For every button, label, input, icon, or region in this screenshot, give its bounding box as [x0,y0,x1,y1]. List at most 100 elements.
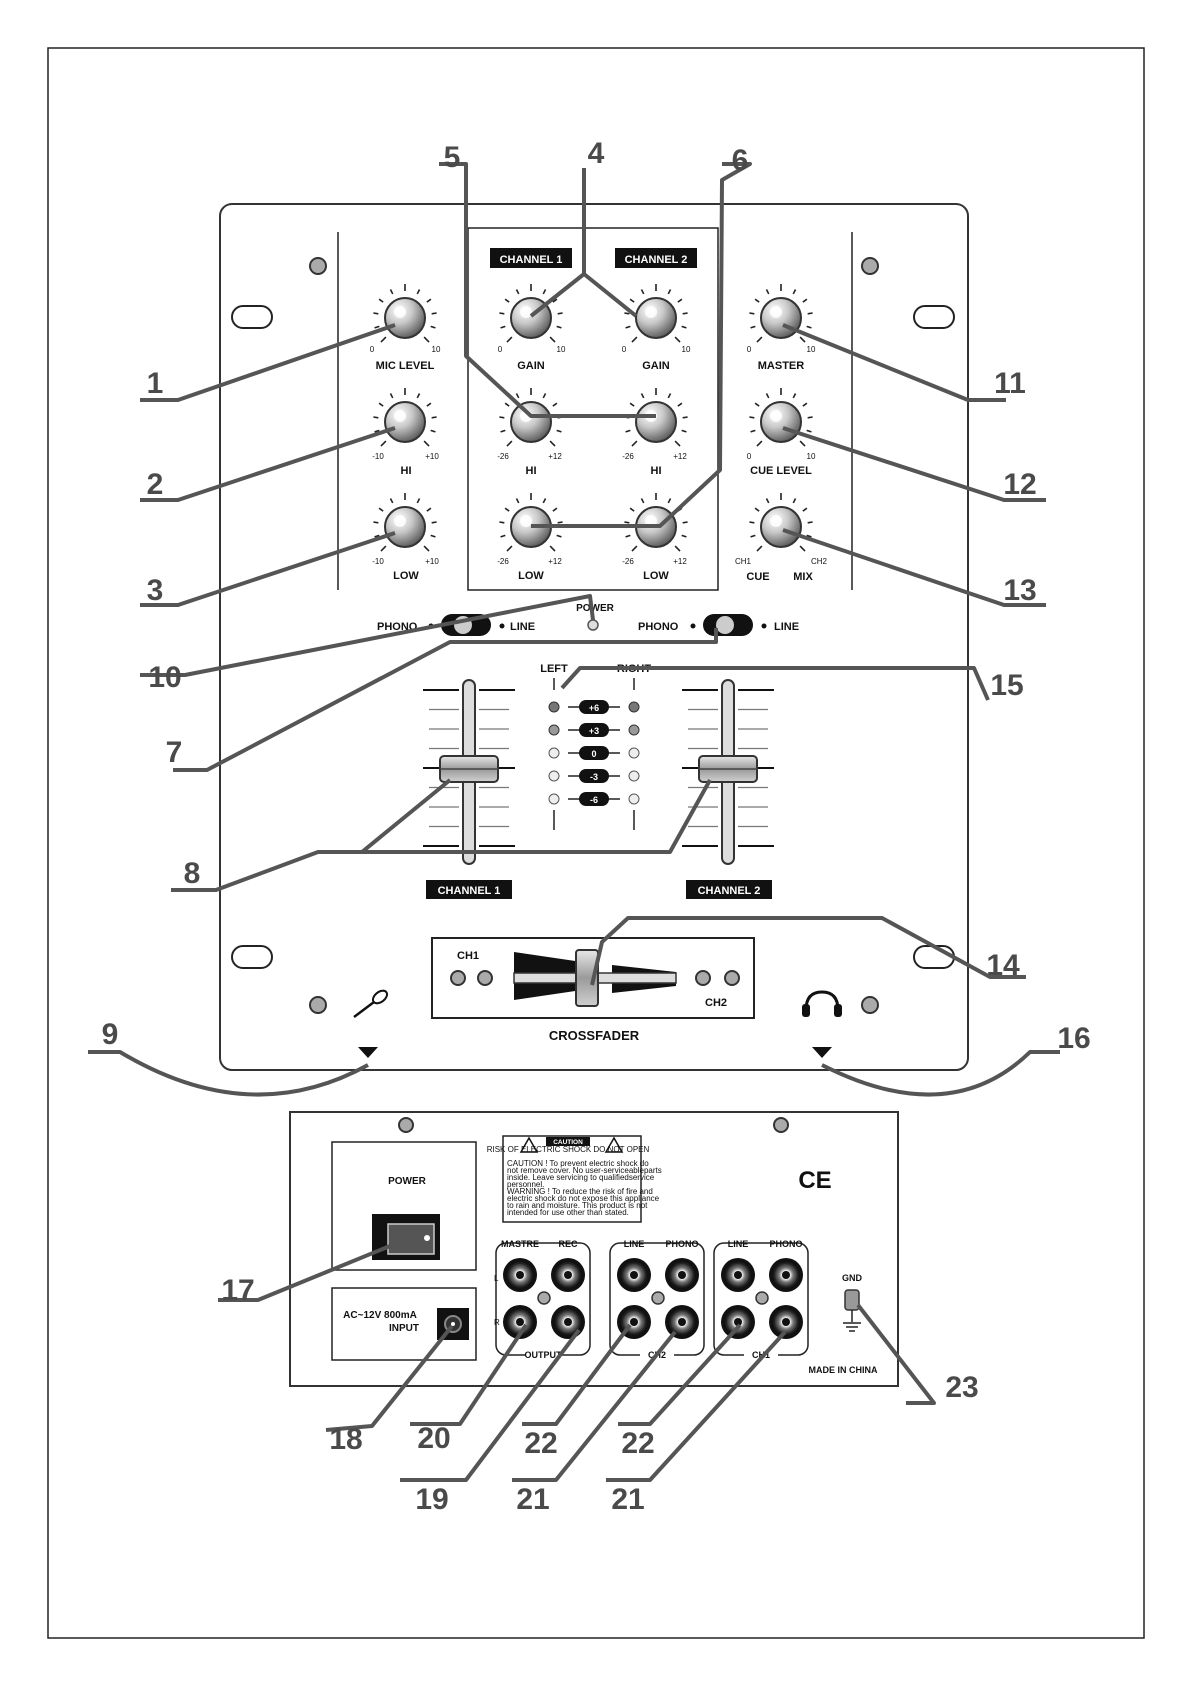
caution-text-line: not remove cover. No user-serviceablepar… [507,1166,662,1175]
mic-low-label: LOW [393,570,419,582]
jack-group-label: PHONO [769,1239,802,1249]
microphone-icon [353,989,389,1018]
screw-icon [309,257,327,275]
ground-terminal[interactable] [844,1289,860,1322]
meter-level-label: 0 [591,749,596,759]
master-min: 0 [747,345,752,354]
rca-jack[interactable] [665,1258,699,1292]
mic-level-knob[interactable] [373,284,437,343]
jack-group-bottom-label: OUTPUT [525,1350,563,1360]
crossfader-knob[interactable] [575,949,599,1007]
ch1-hi-label: HI [526,465,537,477]
ch2-fader[interactable] [698,679,758,865]
ch2-hi-max: +12 [673,452,687,461]
jack-group-label: PHONO [665,1239,698,1249]
caution-subtitle: RISK OF ELECTRIC SHOCK DO NOT OPEN [487,1145,650,1154]
callout-22: 22 [621,1427,654,1460]
mount-slot [231,945,273,969]
callout-6: 6 [732,144,749,177]
callout-7: 7 [166,736,183,769]
power-led [587,619,599,631]
jack-group-label: MASTRE [501,1239,539,1249]
caution-text-line: personnel. [507,1180,544,1189]
ch2-hi-label: HI [651,465,662,477]
callout-4: 4 [588,137,605,170]
cue-level-max: 10 [807,452,816,461]
ch1-hi-knob[interactable] [499,388,563,447]
ch2-low-max: +12 [673,557,687,566]
rca-jack[interactable] [617,1258,651,1292]
screw-icon [651,1291,665,1305]
callout-22: 22 [524,1427,557,1460]
callout-12: 12 [1003,468,1036,501]
ch2-fader-label: CHANNEL 2 [698,885,761,897]
meter-left-label: LEFT [540,663,568,675]
crossfader-ch2-label: CH2 [705,997,727,1009]
ch1-gain-max: 10 [557,345,566,354]
rca-jack[interactable] [551,1258,585,1292]
ch2-phono-label: PHONO [638,621,679,633]
rear-power-label: POWER [388,1176,427,1187]
master-label: MASTER [758,360,805,372]
cue-level-label: CUE LEVEL [750,465,812,477]
screw-icon [537,1291,551,1305]
power-switch[interactable] [372,1214,440,1260]
rca-jack[interactable] [551,1305,585,1339]
dc-input-label: INPUT [389,1323,419,1334]
mount-slot [913,945,955,969]
caution-text-line: CAUTION ! To prevent electric shock do [507,1159,649,1168]
dc-jack[interactable] [437,1308,469,1340]
ch2-gain-min: 0 [622,345,627,354]
rca-jack[interactable] [665,1305,699,1339]
ch2-hi-min: -26 [622,452,634,461]
rca-jack[interactable] [721,1258,755,1292]
callout-8: 8 [184,857,201,890]
ch2-gain-max: 10 [682,345,691,354]
caution-title: CAUTION [553,1139,583,1146]
warning-triangle-icon [519,1136,539,1153]
jack-group-label: LINE [728,1239,749,1249]
meter-level-label: -3 [590,772,598,782]
caution-text-line: intended for use other than stated. [507,1208,629,1217]
meter-level-label: -6 [590,795,598,805]
gnd-label: GND [842,1273,863,1283]
callout-1: 1 [147,367,164,400]
callout-9: 9 [102,1018,119,1051]
callout-19: 19 [415,1483,448,1516]
caution-text-line: to rain and moisture. This product is no… [507,1201,648,1210]
ch1-hi-min: -26 [497,452,509,461]
left-channel-label: L [494,1274,499,1283]
mix-label: MIX [793,571,813,583]
mic-hi-min: -10 [372,452,384,461]
mic-level-max: 10 [432,345,441,354]
rca-jack[interactable] [503,1258,537,1292]
ch2-fader-scale [682,689,774,847]
ch1-line-label: LINE [510,621,535,633]
mic-hi-knob[interactable] [373,388,437,447]
mic-low-knob[interactable] [373,493,437,552]
leader-lines [88,162,1060,1482]
ch1-gain-label: GAIN [517,360,545,372]
ch1-fader[interactable] [439,679,499,865]
mic-low-min: -10 [372,557,384,566]
meter-level-label: +3 [589,726,599,736]
ch2-gain-knob[interactable] [624,284,688,343]
meter-row: 0 [548,746,640,760]
rca-jack[interactable] [769,1258,803,1292]
dc-input-spec: AC~12V 800mA [343,1310,417,1321]
jack-group-label: LINE [624,1239,645,1249]
channel-1-header: CHANNEL 1 [500,254,563,266]
cue-mix-knob[interactable] [749,493,813,552]
callout-17: 17 [221,1274,254,1307]
ch1-low-min: -26 [497,557,509,566]
caution-text-line: WARNING ! To reduce the risk of fire and [507,1187,653,1196]
made-in-label: MADE IN CHINA [809,1365,878,1375]
callout-3: 3 [147,574,164,607]
rca-jack[interactable] [769,1305,803,1339]
jack-group-label: REC [558,1239,578,1249]
ce-mark: CE [798,1167,831,1194]
rca-jack[interactable] [721,1305,755,1339]
headphone-output-arrow-icon [812,1047,832,1058]
cue-label: CUE [746,571,769,583]
